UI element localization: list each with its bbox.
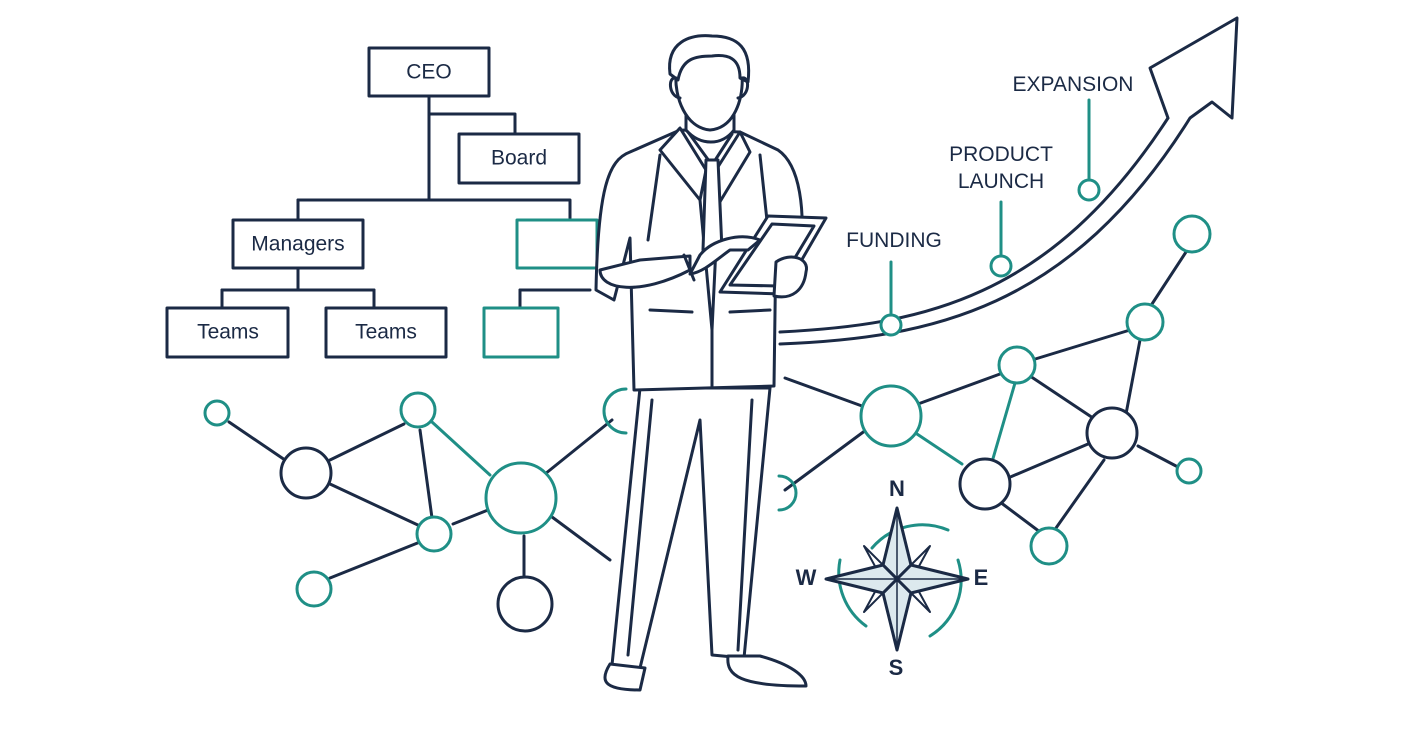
milestone-product-launch-dot — [989, 254, 1013, 278]
network-node-icon — [1175, 457, 1203, 485]
growth-arrow-icon — [778, 16, 1239, 346]
org-box-empty-teal-upper — [515, 218, 599, 270]
org-box-managers: Managers — [231, 218, 365, 270]
milestone-funding-label: FUNDING — [846, 229, 942, 252]
businessman-figure — [594, 34, 828, 692]
milestone-expansion-label: EXPANSION — [1013, 73, 1134, 96]
org-label-teams-right: Teams — [355, 321, 417, 344]
milestone-product-launch-label-line1: PRODUCT — [949, 143, 1053, 166]
network-node-icon — [997, 345, 1037, 385]
network-node-icon — [399, 391, 437, 429]
compass-rose-icon: N S E W — [796, 476, 989, 680]
network-node-icon — [1085, 406, 1139, 460]
network-node-icon — [415, 515, 453, 553]
network-node-icon — [1125, 302, 1165, 342]
compass-west-label: W — [796, 565, 817, 590]
network-node-icon — [295, 570, 333, 608]
network-node-icon — [958, 457, 1012, 511]
milestone-funding-dot — [879, 313, 903, 337]
milestone-expansion-dot — [1077, 178, 1101, 202]
org-label-ceo: CEO — [406, 61, 452, 84]
network-node-icon — [496, 575, 554, 633]
org-box-ceo: CEO — [367, 46, 491, 98]
org-label-board: Board — [491, 147, 547, 170]
network-node-icon — [1029, 526, 1069, 566]
org-label-managers: Managers — [251, 233, 344, 256]
network-node-icon — [279, 446, 333, 500]
network-node-icon — [1172, 214, 1212, 254]
network-node-icon — [859, 384, 923, 448]
org-box-teams-right: Teams — [324, 306, 448, 359]
org-chart: CEO Board Managers Teams Teams — [165, 46, 599, 359]
network-node-partial-icon — [602, 387, 628, 435]
network-left — [203, 387, 628, 633]
network-right — [777, 214, 1212, 566]
org-box-board: Board — [457, 132, 581, 185]
network-node-partial-icon — [777, 474, 798, 512]
network-node-icon — [484, 461, 558, 535]
org-label-teams-left: Teams — [197, 321, 259, 344]
org-box-empty-teal-lower — [482, 306, 560, 359]
milestones: FUNDING PRODUCT LAUNCH EXPANSION — [846, 73, 1134, 337]
milestone-product-launch-label-line2: LAUNCH — [958, 170, 1044, 193]
compass-east-label: E — [974, 565, 989, 590]
compass-south-label: S — [889, 655, 904, 680]
compass-north-label: N — [889, 476, 905, 501]
network-node-icon — [203, 399, 231, 427]
org-box-teams-left: Teams — [165, 306, 290, 359]
